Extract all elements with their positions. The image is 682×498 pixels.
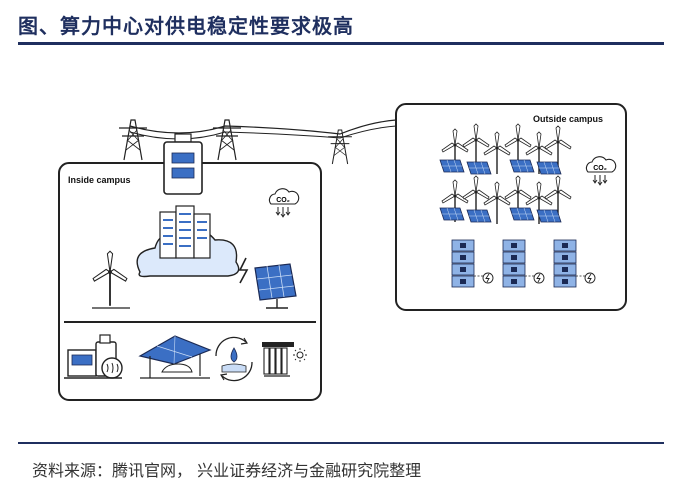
co2-cloud-icon: CO₂ xyxy=(268,188,300,218)
source-note: 资料来源：腾讯官网， 兴业证券经济与金融研究院整理 xyxy=(32,461,422,480)
water-cycle-icon xyxy=(215,336,253,382)
data-center-icon xyxy=(159,205,211,259)
carport-solar-icon xyxy=(138,335,212,379)
co2-cloud-icon: CO₂ xyxy=(585,156,617,186)
solar-panel-icon xyxy=(254,263,297,309)
power-tower-icon xyxy=(118,119,148,161)
page-title: 图、算力中心对供电稳定性要求极高 xyxy=(18,14,354,38)
svg-text:CO₂: CO₂ xyxy=(276,197,290,204)
svg-text:CO₂: CO₂ xyxy=(593,165,607,172)
footer-divider xyxy=(18,442,664,444)
radiator-icon xyxy=(262,342,307,377)
inside-campus-label: Inside campus xyxy=(68,175,131,185)
substation-icon xyxy=(163,133,203,195)
boiler-icon xyxy=(64,334,123,379)
title-divider xyxy=(18,42,664,45)
outside-campus-label: Outside campus xyxy=(533,114,603,124)
lightning-icon xyxy=(238,257,249,284)
